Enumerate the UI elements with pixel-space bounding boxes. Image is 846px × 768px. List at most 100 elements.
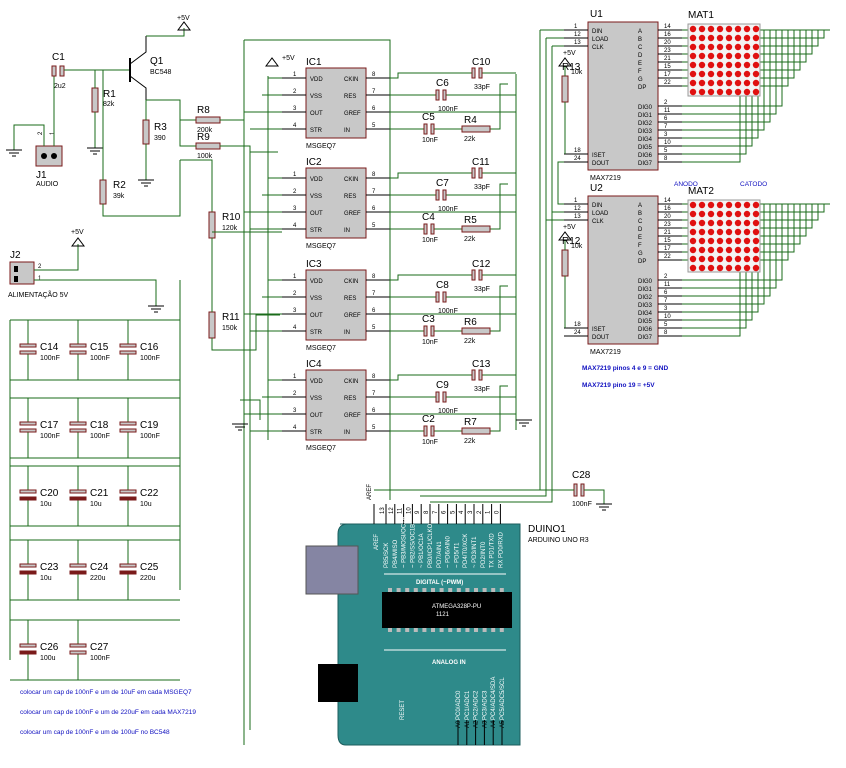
led-dot <box>716 210 724 218</box>
decoupling-cap-value: 100nF <box>140 433 160 440</box>
chip-pin <box>474 628 478 632</box>
pin-name: IN <box>344 430 350 436</box>
cap-plate <box>471 269 476 281</box>
resistor-r9: R9 100k <box>195 132 221 160</box>
led-dot <box>743 219 751 227</box>
decoupling-cap-ref: C27 <box>90 642 109 653</box>
msgeq7-ref: IC4 <box>306 359 322 370</box>
pin-number: 11 <box>664 282 671 288</box>
cap-plate <box>435 189 440 201</box>
pin-name: DP <box>638 259 646 265</box>
cap-plate <box>442 189 447 201</box>
pin-number: 3 <box>664 132 668 138</box>
resistor-r11: R11 150k <box>208 311 240 339</box>
pin-number: 24 <box>574 330 581 336</box>
led-dot <box>698 61 706 69</box>
led-dot <box>707 25 715 33</box>
decoupling-cap-ref: C16 <box>140 342 159 353</box>
led-dot <box>698 219 706 227</box>
led-dot <box>743 237 751 245</box>
analog-pin-name: PC3/ADC3 <box>482 690 488 720</box>
capacitor-value: 10nF <box>422 439 438 446</box>
cap-plate <box>442 291 447 303</box>
led-dot <box>698 264 706 272</box>
digital-pin-name: ~ PB1/OC1A <box>419 533 425 568</box>
led-dot <box>689 52 697 60</box>
supply-msgeq: +5V <box>282 55 295 62</box>
capacitor-value: 100nF <box>438 106 458 113</box>
pin-name: IN <box>344 330 350 336</box>
pin-number: 6 <box>372 408 376 414</box>
supply-max: +5V <box>563 50 576 57</box>
led-dot <box>707 255 715 263</box>
led-dot <box>689 210 697 218</box>
resistor-body <box>461 327 491 335</box>
cap-plate <box>69 643 87 648</box>
led-dot <box>716 79 724 87</box>
led-dot <box>689 70 697 78</box>
chip-pin <box>465 628 470 632</box>
led-dot <box>752 237 760 245</box>
pin-number: 6 <box>664 116 668 122</box>
pin-name: VSS <box>310 396 322 402</box>
chip-pin <box>388 588 392 592</box>
led-dot <box>698 70 706 78</box>
led-dot <box>752 79 760 87</box>
chip-pin <box>439 628 444 632</box>
led-dot <box>725 52 733 60</box>
cap-plate <box>69 428 87 433</box>
pin-name: E <box>638 61 642 67</box>
pin-number: 3 <box>293 106 297 112</box>
pin-name: DIG0 <box>638 279 653 285</box>
pin-name: DIN <box>592 29 602 35</box>
decoupling-cap-value: 100nF <box>90 655 110 662</box>
max7219-ref: U2 <box>590 183 603 194</box>
led-dot <box>725 43 733 51</box>
decoupling-cap-ref: C18 <box>90 420 109 431</box>
led-dot <box>716 237 724 245</box>
pin-name: E <box>638 235 642 241</box>
decoupling-cap-ref: C25 <box>140 562 159 573</box>
note-max-vcc: MAX7219 pino 19 = +5V <box>582 382 655 389</box>
pin-name: D <box>638 53 643 59</box>
msgeq7-chip: IC1MSGEQ71VDD8CKIN2VSS7RES3OUT6GREF4STR5… <box>282 57 390 150</box>
cap-plate <box>119 570 137 575</box>
pin-name: CKIN <box>344 279 358 285</box>
pin-number: 8 <box>372 72 376 78</box>
digital-pin-number: 0 <box>494 510 500 514</box>
led-dot <box>698 246 706 254</box>
led-dot <box>707 43 715 51</box>
led-dot <box>734 43 742 51</box>
led-dot <box>689 237 697 245</box>
capacitor-ref: C6 <box>436 78 449 89</box>
pin-number: 10 <box>664 314 671 320</box>
resistor-ref: R12 <box>562 236 581 247</box>
resistor-body <box>561 75 569 103</box>
pin-number: 2 <box>293 391 297 397</box>
capacitor-value: 10nF <box>422 137 438 144</box>
decoupling-cap-value: 100nF <box>140 355 160 362</box>
led-dot <box>734 219 742 227</box>
pin-name: C <box>638 219 643 225</box>
led-dot <box>689 228 697 236</box>
led-dot <box>716 61 724 69</box>
svg-text:390: 390 <box>154 135 166 142</box>
led-dot <box>716 228 724 236</box>
max7219-part: MAX7219 <box>590 175 621 182</box>
chip-pin <box>499 588 504 592</box>
cap-plate <box>69 350 87 355</box>
pin-number: 4 <box>293 123 297 129</box>
cap-plate <box>119 563 137 568</box>
pin-number: 24 <box>574 156 581 162</box>
led-dot <box>752 88 760 96</box>
cap-plate <box>19 496 37 501</box>
chip-pin <box>431 588 435 592</box>
decoupling-cap-ref: C14 <box>40 342 59 353</box>
resistor-value: 10k <box>571 69 583 76</box>
led-dot <box>707 246 715 254</box>
pin-name: F <box>638 243 642 249</box>
pin-number: 8 <box>372 172 376 178</box>
led-dot <box>734 34 742 42</box>
pin-number: 14 <box>664 198 671 204</box>
